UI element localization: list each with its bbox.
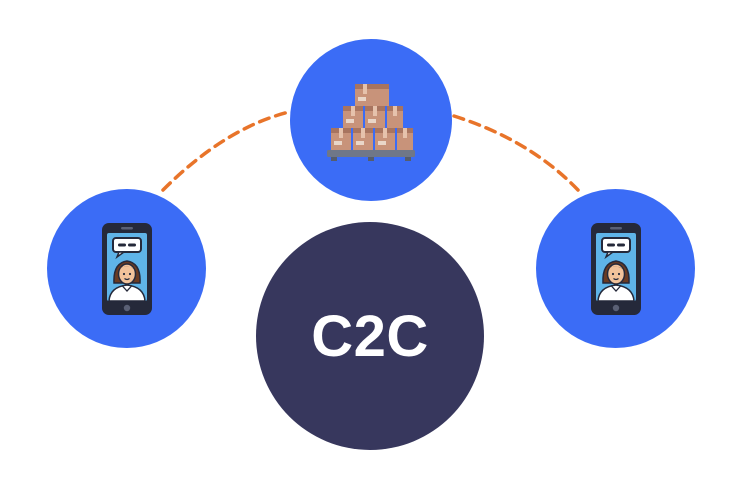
seller-node bbox=[536, 189, 695, 348]
center-label: C2C bbox=[311, 303, 429, 369]
c2c-center-node: C2C bbox=[256, 222, 484, 450]
phone-with-person-chat-icon bbox=[101, 222, 152, 315]
buyer-node bbox=[47, 189, 206, 348]
boxes-node bbox=[290, 39, 452, 201]
connector-left-to-boxes bbox=[161, 110, 291, 192]
boxes-stack-icon bbox=[327, 84, 415, 161]
phone-with-person-chat-icon bbox=[590, 222, 641, 315]
connector-boxes-to-right bbox=[452, 114, 580, 192]
